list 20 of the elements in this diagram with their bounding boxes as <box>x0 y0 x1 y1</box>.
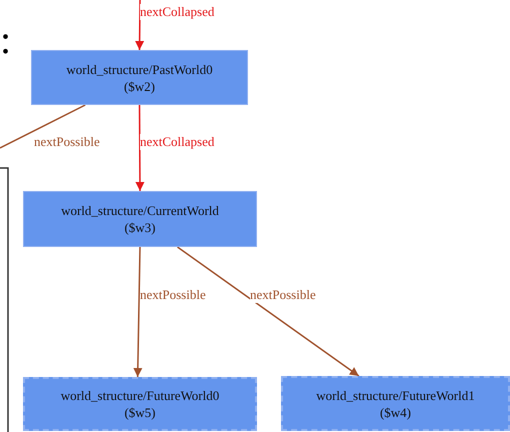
node-variable: ($w2) <box>124 78 156 94</box>
process-box <box>23 377 257 431</box>
text-fragment: : <box>0 18 12 62</box>
process-box <box>23 191 257 247</box>
node-title: world_structure/PastWorld0 <box>66 60 213 78</box>
edge-label: nextCollapsed <box>140 4 214 20</box>
node-variable: ($w4) <box>380 404 412 420</box>
node-variable: ($w5) <box>124 404 156 421</box>
arrow <box>135 0 144 50</box>
arrow <box>177 246 360 377</box>
node-title: world_structure/CurrentWorld <box>61 202 219 219</box>
arrow <box>135 105 144 191</box>
edge-label: nextPossible <box>250 287 316 303</box>
node-title: world_structure/FutureWorld1 <box>316 386 475 404</box>
node-title: world_structure/FutureWorld0 <box>60 387 220 404</box>
node-variable: ($w3) <box>124 219 156 236</box>
process-box <box>281 376 510 431</box>
process-box <box>31 50 248 105</box>
edge-label: nextCollapsed <box>140 134 214 150</box>
arrow <box>133 246 142 378</box>
